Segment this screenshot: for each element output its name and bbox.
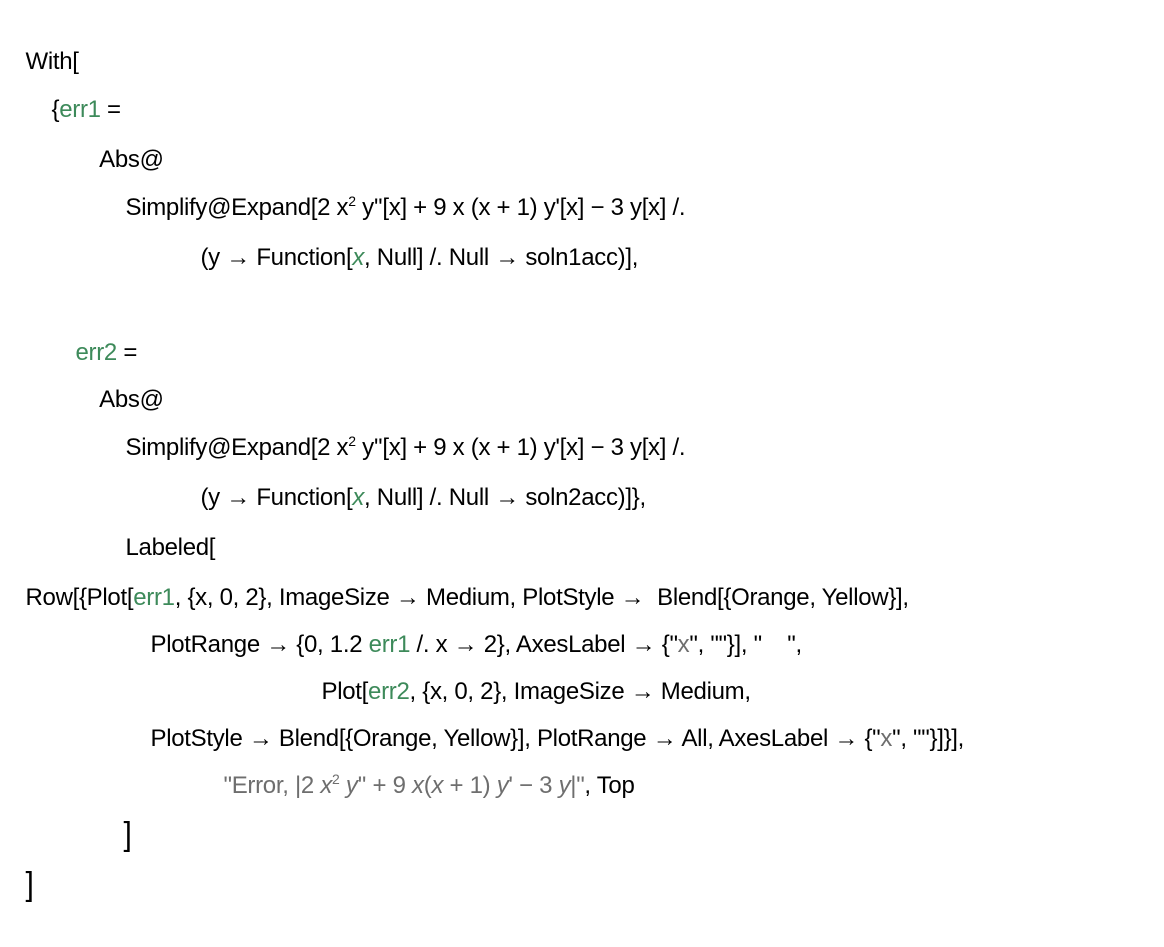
abs-function: Abs@: [99, 146, 164, 173]
code-line-replace-1[interactable]: (y → Function[x, Null] /. Null → soln1ac…: [175, 198, 638, 271]
code-line-simplify-1[interactable]: Simplify@Expand[2 x2 y''[x] + 9 x (x + 1…: [100, 148, 685, 221]
string-x: x: [677, 631, 690, 658]
label-string: '' + 9: [357, 772, 413, 799]
label-string-var: y: [496, 772, 509, 799]
string-x: x: [880, 725, 893, 752]
close-bracket: ]: [25, 866, 34, 903]
label-string: ' − 3: [508, 772, 559, 799]
code-line-close-labeled[interactable]: ]: [98, 775, 131, 852]
code-line-abs-2[interactable]: Abs@: [75, 340, 164, 413]
err1-variable: err1: [59, 96, 101, 123]
expression-text: Simplify@Expand[2 x: [125, 434, 349, 461]
close-bracket: ]: [123, 816, 132, 853]
expression-text: , Null] /. Null → soln1acc)],: [364, 244, 639, 271]
exponent: 2: [348, 433, 356, 449]
expression-text: Row[{Plot[: [25, 584, 134, 611]
expression-text: Plot[: [321, 678, 369, 705]
assign-operator: =: [100, 96, 121, 123]
code-line-labeled[interactable]: Labeled[: [100, 488, 215, 561]
code-line-plot2[interactable]: Plot[err2, {x, 0, 2}, ImageSize → Medium…: [296, 632, 751, 705]
expression-text: ", ""}]}],: [892, 725, 965, 752]
expression-text: y''[x] + 9 x (x + 1) y'[x] − 3 y[x] /.: [355, 194, 686, 221]
position-top: , Top: [584, 772, 635, 799]
exponent: 2: [332, 771, 340, 787]
expression-text: Simplify@Expand[2 x: [125, 194, 349, 221]
err1-variable: err1: [368, 631, 411, 658]
code-line-replace-2[interactable]: (y → Function[x, Null] /. Null → soln2ac…: [175, 438, 646, 511]
code-line-simplify-2[interactable]: Simplify@Expand[2 x2 y''[x] + 9 x (x + 1…: [100, 388, 685, 461]
label-string: |": [570, 772, 585, 799]
expression-text: (y → Function[: [200, 244, 353, 271]
expression-text: (y → Function[: [200, 484, 353, 511]
label-string: (: [423, 772, 432, 799]
function-param-x: x: [352, 484, 365, 511]
label-string-var: y: [345, 772, 358, 799]
assign-operator: =: [116, 339, 138, 366]
code-line-plotrange-1[interactable]: PlotRange → {0, 1.2 err1 /. x → 2}, Axes…: [125, 585, 802, 658]
open-brace: {: [51, 96, 60, 123]
code-line-label-string[interactable]: "Error, |2 x2 y'' + 9 x(x + 1) y' − 3 y|…: [198, 726, 634, 799]
expression-text: , Null] /. Null → soln2acc)]},: [364, 484, 646, 511]
label-string: "Error, |2: [223, 772, 321, 799]
code-line-plotstyle-2[interactable]: PlotStyle → Blend[{Orange, Yellow}], Plo…: [125, 679, 964, 752]
expression-text: ", ""}], ": [689, 631, 762, 658]
expression-text: PlotRange → {0, 1.2: [150, 631, 369, 658]
label-string: + 1): [443, 772, 497, 799]
labeled-function: Labeled[: [125, 534, 216, 561]
err2-variable: err2: [368, 678, 410, 705]
code-line-row-plot1[interactable]: Row[{Plot[err1, {x, 0, 2}, ImageSize → M…: [0, 538, 909, 611]
expression-text: , {x, 0, 2}, ImageSize → Medium,: [409, 678, 752, 705]
expression-text: y''[x] + 9 x (x + 1) y'[x] − 3 y[x] /.: [355, 434, 686, 461]
label-string-var: x: [412, 772, 424, 799]
exponent: 2: [348, 193, 356, 209]
expression-text: , {x, 0, 2}, ImageSize → Medium, PlotSty…: [174, 584, 909, 611]
err1-variable: err1: [133, 584, 175, 611]
code-line-err1-assign[interactable]: {err1 =: [26, 50, 121, 123]
label-string-var: x: [431, 772, 444, 799]
with-keyword: With[: [25, 48, 79, 75]
abs-function: Abs@: [99, 386, 164, 413]
expression-text: /. x → 2}, AxesLabel → {": [410, 631, 678, 658]
expression-text: ",: [787, 631, 802, 658]
label-string-var: x: [320, 772, 333, 799]
err2-variable: err2: [75, 339, 117, 366]
code-line-abs-1[interactable]: Abs@: [75, 100, 164, 173]
code-line-with[interactable]: With[: [0, 2, 78, 75]
label-string-var: y: [558, 772, 571, 799]
code-line-close-with[interactable]: ]: [0, 825, 33, 902]
function-param-x: x: [352, 244, 365, 271]
expression-text: PlotStyle → Blend[{Orange, Yellow}], Plo…: [150, 725, 881, 752]
code-line-err2-assign[interactable]: err2 =: [50, 293, 137, 366]
string-spacer: [762, 631, 787, 658]
